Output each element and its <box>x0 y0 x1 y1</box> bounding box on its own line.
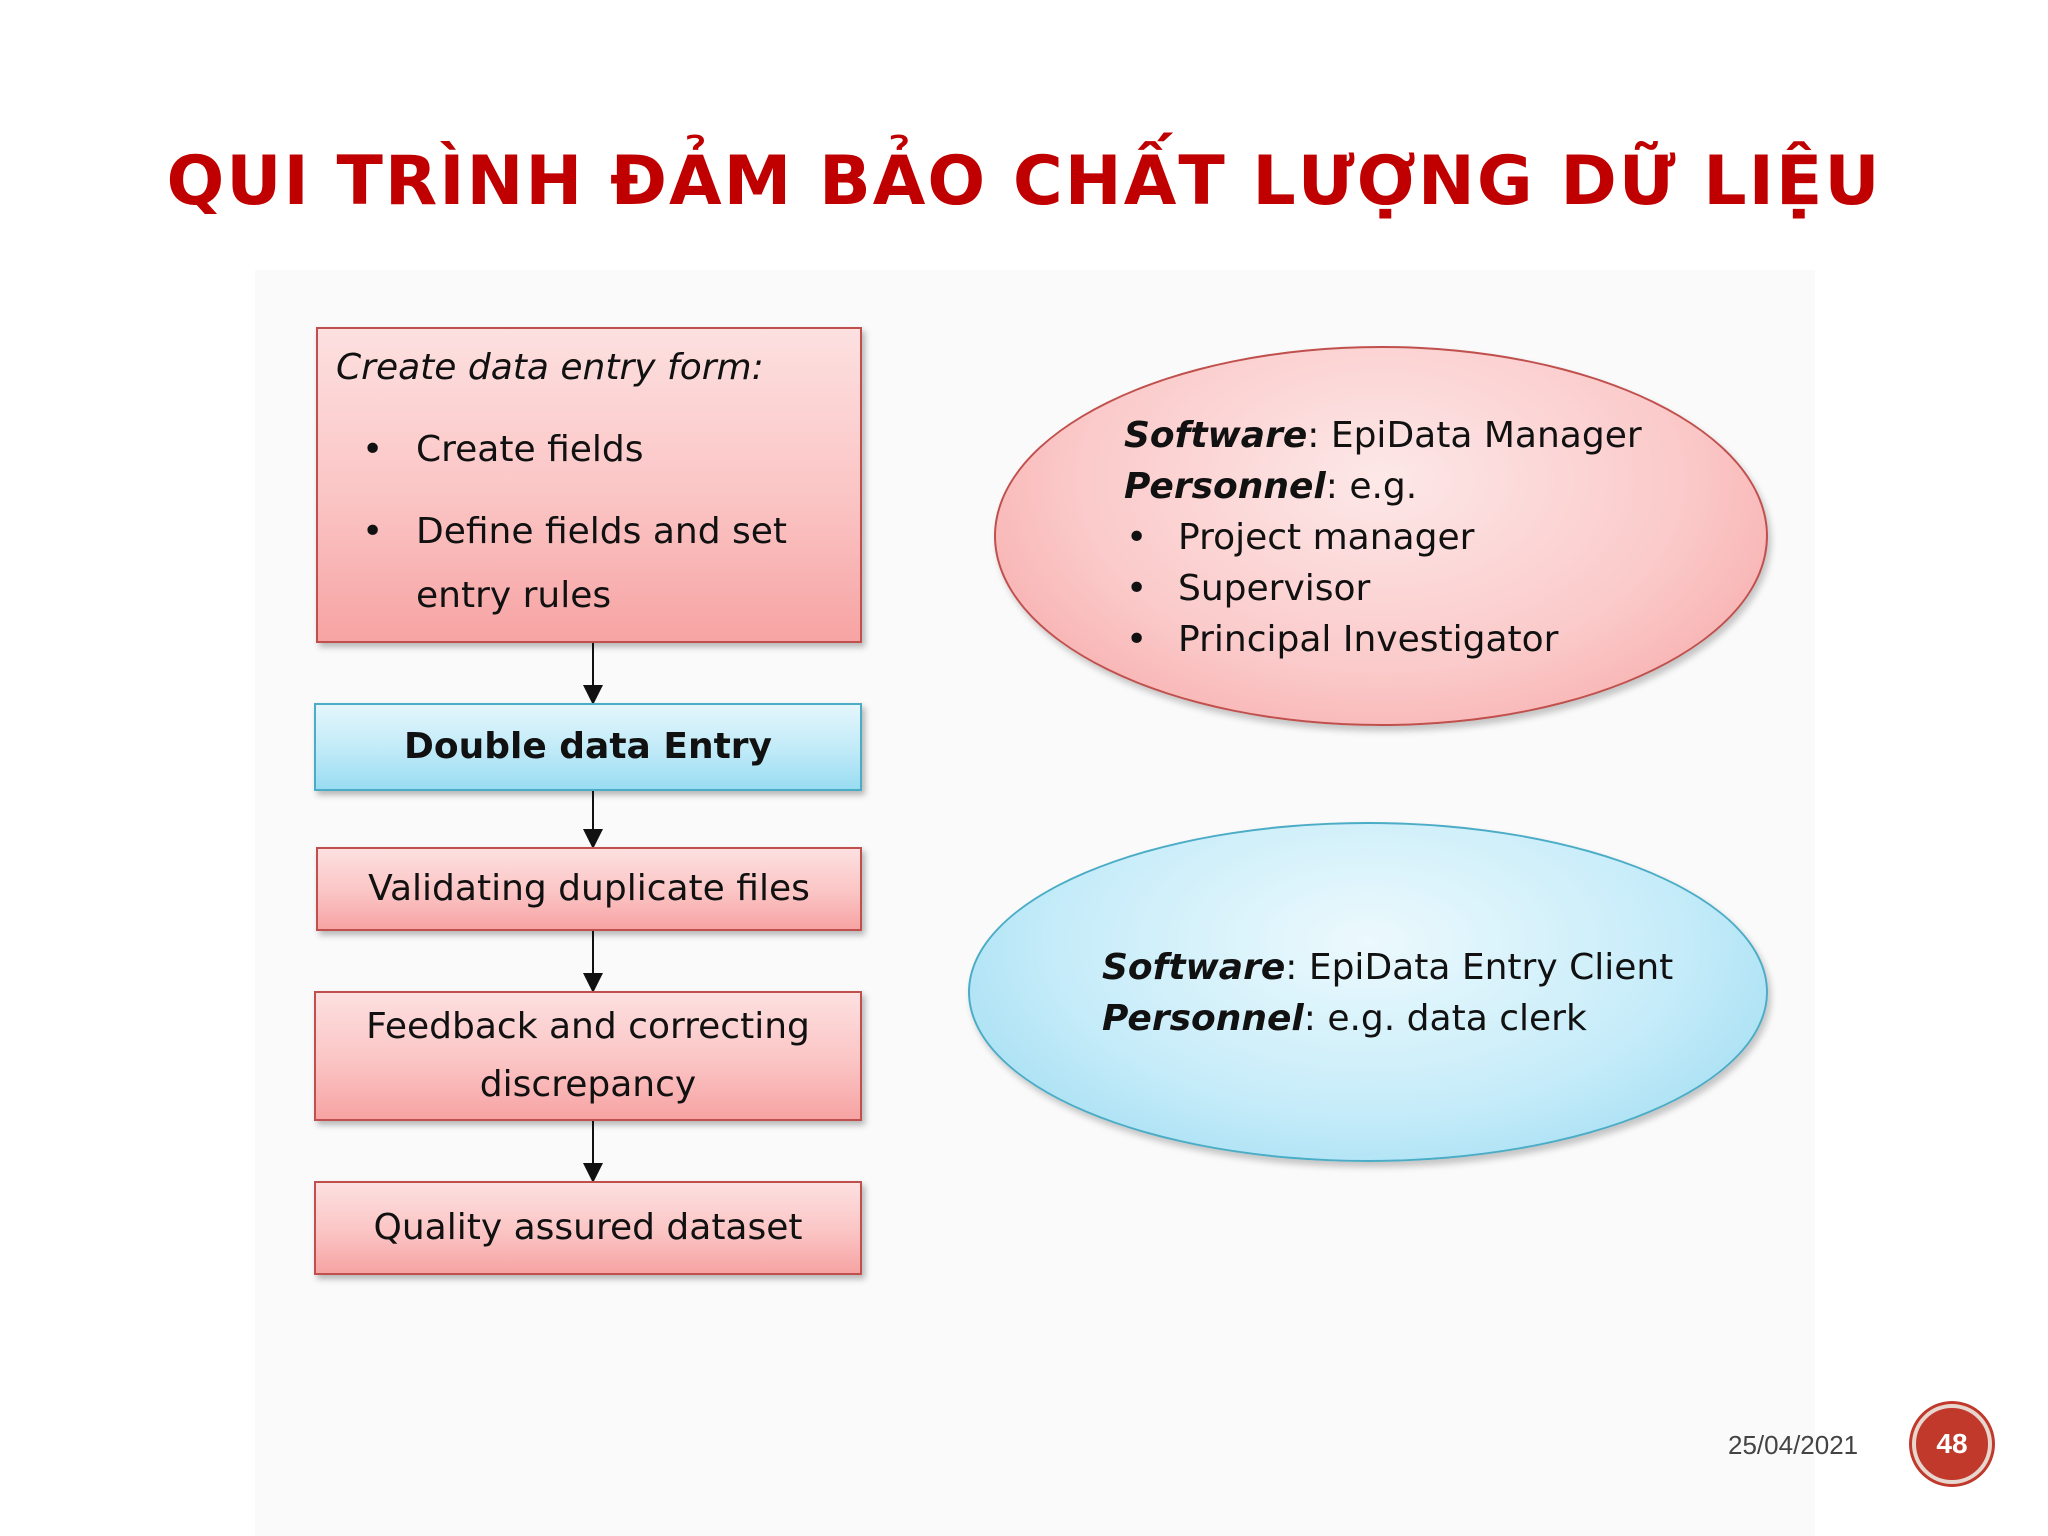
list-item-continuation: entry rules <box>416 575 612 616</box>
software-label: Software <box>1102 947 1286 988</box>
feedback-line-2: discrepancy <box>479 1064 697 1105</box>
manager-ellipse-text: Software: EpiData Manager Personnel: e.g… <box>1124 410 1642 665</box>
flow-arrow <box>583 1121 603 1183</box>
list-item: Create fields <box>354 421 787 479</box>
double-entry-box: Double data Entry <box>314 703 862 791</box>
feedback-line-1: Feedback and correcting <box>366 1006 810 1047</box>
quality-box: Quality assured dataset <box>314 1181 862 1275</box>
create-form-box: Create data entry form: Create fields De… <box>316 327 862 643</box>
roles-list: Project manager Supervisor Principal Inv… <box>1124 512 1642 665</box>
footer-date: 25/04/2021 <box>1728 1430 1859 1460</box>
client-ellipse <box>968 822 1768 1162</box>
personnel-line: Personnel: e.g. data clerk <box>1102 993 1673 1044</box>
software-value: : EpiData Entry Client <box>1285 947 1674 988</box>
software-line: Software: EpiData Entry Client <box>1102 942 1673 993</box>
validating-box: Validating duplicate files <box>316 847 862 931</box>
list-item: Define fields and set <box>354 503 787 561</box>
personnel-line: Personnel: e.g. <box>1124 461 1642 512</box>
slide-title: QUI TRÌNH ĐẢM BẢO CHẤT LƯỢNG DỮ LIỆU <box>166 142 1882 221</box>
create-form-heading: Create data entry form: <box>336 347 764 388</box>
create-form-list: Create fields Define fields and set <box>354 421 787 561</box>
personnel-value: : e.g. data clerk <box>1303 998 1587 1039</box>
personnel-label: Personnel <box>1102 998 1304 1039</box>
flow-arrow <box>583 931 603 993</box>
software-line: Software: EpiData Manager <box>1124 410 1642 461</box>
software-value: : EpiData Manager <box>1307 415 1642 456</box>
list-item: Supervisor <box>1124 563 1642 614</box>
page-number-badge: 48 <box>1912 1404 1992 1484</box>
personnel-value: : e.g. <box>1325 466 1418 507</box>
personnel-label: Personnel <box>1124 466 1326 507</box>
flow-arrow <box>583 643 603 705</box>
feedback-box: Feedback and correcting discrepancy <box>314 991 862 1121</box>
client-ellipse-text: Software: EpiData Entry Client Personnel… <box>1102 942 1673 1044</box>
flow-arrow <box>583 791 603 849</box>
list-item: Project manager <box>1124 512 1642 563</box>
software-label: Software <box>1124 415 1308 456</box>
list-item: Principal Investigator <box>1124 614 1642 665</box>
